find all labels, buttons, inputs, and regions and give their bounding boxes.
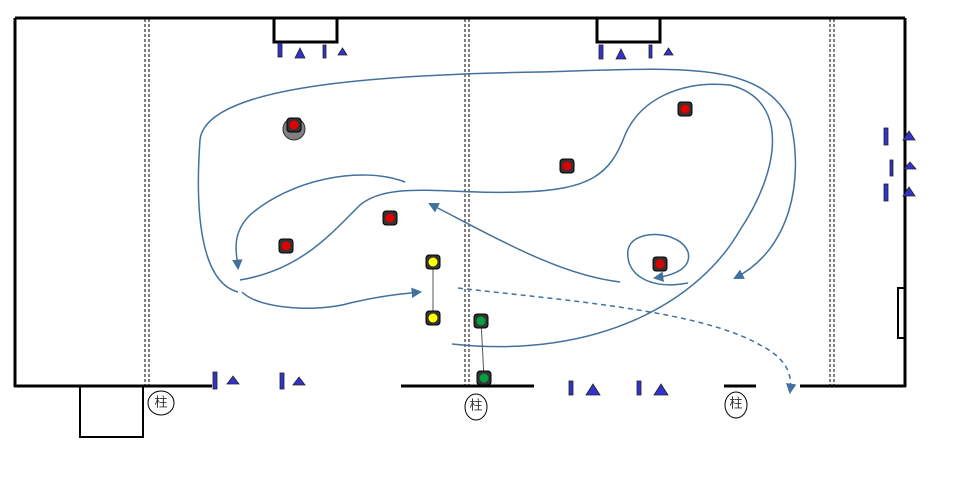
goal-right	[897, 287, 906, 339]
path-to-center	[241, 287, 423, 309]
marker-bar	[648, 44, 653, 59]
cone-icon	[337, 47, 348, 56]
marker-bar	[322, 44, 327, 59]
goal-top-right	[595, 16, 662, 44]
red-players	[278, 101, 693, 272]
court-outline	[13, 16, 907, 388]
yellow-player	[428, 313, 438, 323]
markers	[212, 42, 917, 396]
red-player	[289, 120, 299, 130]
pillar: 柱	[724, 391, 748, 419]
movement-paths	[197, 68, 797, 395]
green-player	[479, 373, 489, 383]
red-player	[281, 241, 291, 251]
green-players	[473, 313, 492, 386]
cone-icon	[226, 375, 240, 385]
green-link	[480, 320, 485, 379]
yellow-player	[428, 257, 438, 267]
pillar: 柱	[147, 390, 175, 416]
yellow-players	[425, 254, 441, 326]
marker-bar	[568, 380, 574, 396]
bottom-left-box	[79, 385, 144, 438]
marker-bar	[883, 127, 889, 146]
cone-icon	[585, 383, 601, 396]
cone-icon	[653, 383, 669, 396]
red-player	[655, 259, 665, 269]
path-up-left	[428, 203, 621, 283]
goal-top-left	[272, 16, 339, 44]
path-left-loop	[232, 174, 406, 271]
cone-icon	[615, 48, 627, 60]
marker-bar	[889, 159, 894, 177]
cone-icon	[294, 47, 306, 59]
marker-bar	[212, 371, 218, 390]
red-player	[680, 104, 690, 114]
marker-bar	[279, 372, 285, 390]
cone-icon	[902, 186, 916, 197]
cone-icon	[292, 376, 306, 386]
zone-dividers	[144, 19, 835, 386]
path-big-loop	[197, 68, 797, 293]
red-player	[562, 161, 572, 171]
cone-icon	[663, 47, 674, 56]
cone-icon	[903, 161, 917, 170]
pillar-label: 柱	[154, 396, 167, 411]
path-dashed-run	[457, 287, 797, 395]
path-s-curve	[239, 83, 774, 348]
marker-bar	[598, 44, 604, 60]
red-player	[385, 213, 395, 223]
marker-bar	[277, 42, 283, 58]
marker-bar	[636, 380, 642, 396]
path-small-loop	[627, 233, 690, 286]
cone-icon	[902, 130, 916, 141]
pillar-label: 柱	[469, 399, 482, 414]
pillar: 柱	[464, 393, 488, 421]
marker-bar	[883, 183, 889, 202]
pillar-label: 柱	[729, 397, 742, 412]
green-player	[476, 316, 486, 326]
